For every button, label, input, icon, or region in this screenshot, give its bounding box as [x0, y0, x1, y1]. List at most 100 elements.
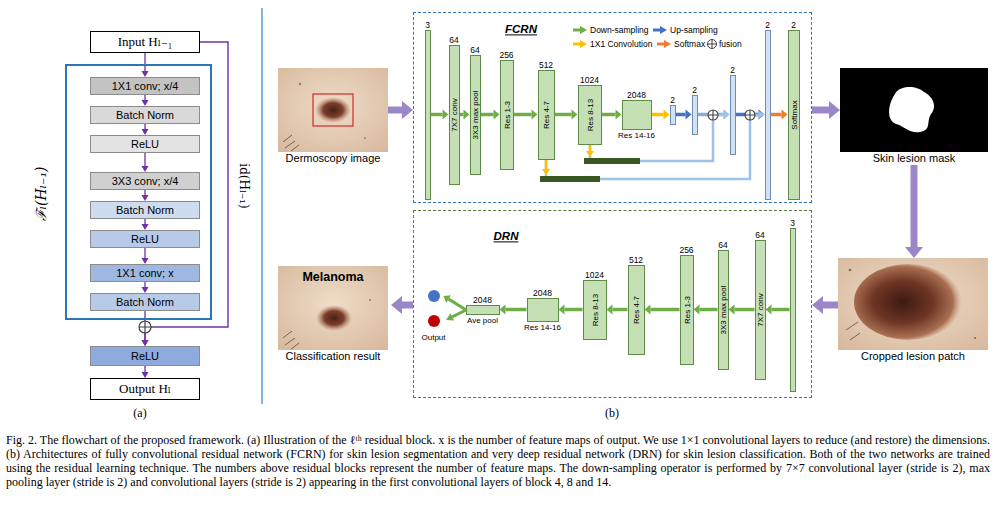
feature-map-bar: 643X3 max pool [718, 250, 729, 370]
arrow-head [444, 295, 451, 303]
channel-count: 2 [765, 20, 770, 30]
connector-line [735, 308, 755, 312]
legend-label: 1X1 Convolution [590, 39, 652, 49]
residual-block-box: 2048Res 14-16 [527, 298, 559, 322]
legend-sample-arrow [573, 26, 671, 48]
pipeline-arrow [391, 296, 413, 314]
conv-arrow [589, 145, 592, 152]
layer-label: 3X3 conv; x/4 [112, 175, 179, 188]
channel-count: 64 [755, 230, 764, 240]
feature-map-bar: 3 [790, 228, 796, 392]
dermoscopy-photo [299, 83, 301, 85]
block-label: Res 14-16 [524, 323, 561, 333]
network-title: DRN [494, 230, 519, 243]
flow-arrow [142, 219, 149, 230]
sum-symbol [745, 110, 755, 120]
arrow-head [829, 101, 840, 119]
feature-map-bar: 643X3 max pool [470, 55, 481, 175]
channel-count: 2048 [533, 288, 552, 298]
batch-norm-box: Batch Norm [90, 106, 200, 124]
connector-line [771, 113, 782, 117]
feature-map-bar: 2 [730, 75, 736, 155]
cropped-patch-image: Cropped lesion patch [838, 258, 988, 363]
block-label: 7X7 conv [450, 98, 459, 131]
legend-sample-arrow [657, 43, 665, 46]
image-caption: Cropped lesion patch [861, 350, 965, 363]
dermoscopy-image: Dermoscopy image [278, 68, 388, 165]
connector-line [911, 165, 918, 247]
output-arrow [446, 310, 466, 321]
pipeline-arrow [812, 101, 840, 119]
cropped-lesion-photo [846, 322, 860, 340]
connector-line [555, 113, 572, 117]
layer-arrow [481, 110, 500, 120]
connector-line [431, 113, 443, 117]
sum-symbol [139, 321, 151, 333]
flow-arrow [142, 153, 149, 172]
connector-line [700, 308, 718, 312]
connector-line [144, 53, 145, 71]
connector-line [449, 299, 466, 309]
drn-network-box: DRN3647X7 conv643X3 max pool256Res 1-351… [413, 210, 812, 398]
conv-layer-box: 1X1 conv; x/4 [90, 77, 200, 95]
connector-line [144, 248, 145, 258]
class-output-dot [428, 315, 440, 327]
relu-box: ReLU [90, 230, 200, 248]
connector-line [402, 302, 413, 309]
connector-line [460, 113, 464, 117]
classified-lesion-photo [283, 331, 299, 349]
arrow-head [694, 305, 700, 315]
layer-arrow [698, 110, 730, 120]
pipeline-arrow [812, 296, 838, 314]
layer-label: 1X1 conv; x [116, 267, 173, 280]
lesion-mask-picture [840, 68, 988, 152]
channel-count: 256 [679, 245, 693, 255]
sum-symbol [708, 110, 718, 120]
score-map-bar [540, 158, 640, 182]
channel-count: 512 [539, 60, 553, 70]
lesion-mask-picture [840, 68, 988, 152]
layer-arrow [694, 305, 718, 315]
layer-arrow [736, 110, 765, 120]
arrow-head [500, 305, 506, 315]
function-label: ℱₗ(Hₗ₋₁) [33, 167, 49, 222]
image-caption: Dermoscopy image [278, 152, 388, 165]
classified-lesion-photo [278, 266, 388, 350]
relu-box: ReLU [90, 346, 200, 366]
connector-line [613, 308, 628, 312]
class-output: Output [424, 285, 444, 331]
block-label: Ave pool [467, 316, 498, 326]
legend-label: fusion [719, 39, 742, 49]
class-output-dot [428, 290, 440, 327]
channel-count: 3 [425, 20, 430, 30]
layer-arrow [771, 110, 788, 120]
channel-count: 3 [790, 218, 795, 228]
score-map-bar [540, 176, 600, 182]
relu-box: ReLU [90, 135, 200, 153]
layer-label: ReLU [131, 233, 159, 246]
feature-map-bar: 2 [670, 105, 676, 125]
layer-arrow [766, 305, 790, 315]
dermoscopy-photo [315, 97, 351, 123]
sum-symbol [745, 110, 755, 120]
residual-branch-frame: ℱₗ(Hₗ₋₁)1X1 conv; x/4Batch NormReLU3X3 c… [65, 64, 212, 320]
connector-line [144, 95, 145, 100]
block-label: Softmax [789, 100, 798, 129]
layer-arrow [729, 305, 755, 315]
figure-caption: Fig. 2. The flowchart of the proposed fr… [6, 433, 990, 489]
connector-line [514, 113, 532, 117]
connector-line [144, 153, 145, 166]
batch-norm-box: Batch Norm [90, 201, 200, 219]
block-label: Res 14-16 [618, 131, 655, 141]
output-arrow [446, 313, 454, 320]
layer-arrow [514, 110, 538, 120]
connector-line [676, 113, 686, 117]
feature-map-bar: 256Res 1-3 [500, 60, 514, 170]
legend-sum-symbol [708, 40, 717, 49]
connector-line [590, 115, 724, 161]
layer-arrow [555, 110, 578, 120]
cropped-lesion-photo [854, 264, 962, 340]
arrow-head [729, 305, 735, 315]
layer-arrow [444, 295, 466, 309]
feature-map-bar: 2Softmax [788, 30, 800, 200]
